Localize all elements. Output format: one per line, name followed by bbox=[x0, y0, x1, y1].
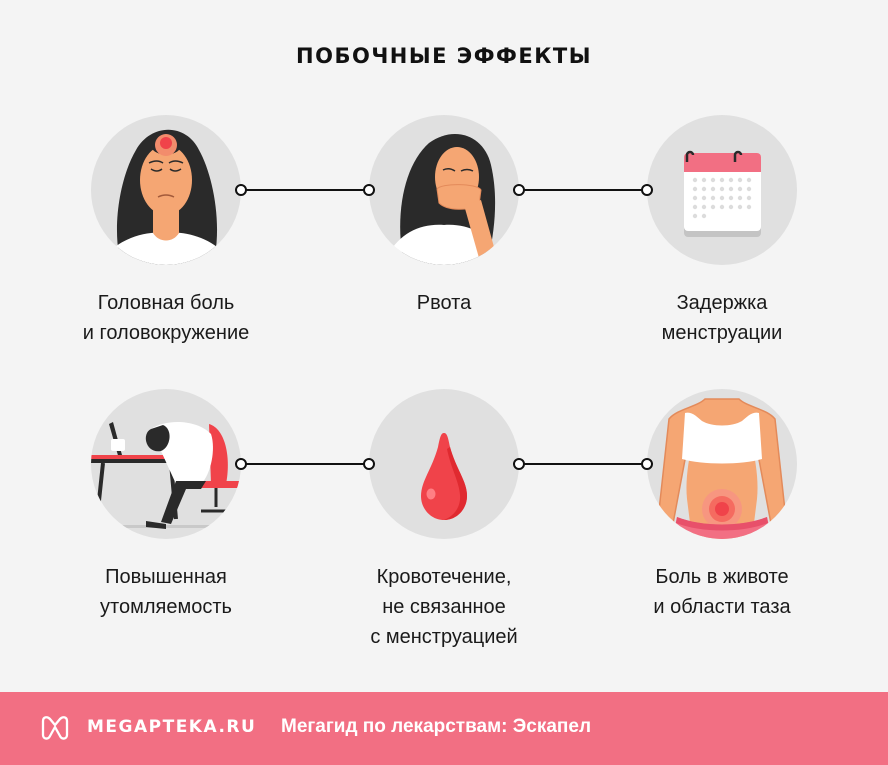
connector-dot bbox=[641, 458, 653, 470]
connector-line bbox=[244, 189, 366, 191]
effect-label-line: Повышенная bbox=[105, 566, 227, 588]
connector-line bbox=[522, 189, 644, 191]
connector-line bbox=[244, 463, 366, 465]
connector-line bbox=[522, 463, 644, 465]
blood-drop-icon bbox=[369, 389, 519, 539]
nausea-woman-icon bbox=[369, 115, 519, 265]
effect-label-line: и области таза bbox=[653, 596, 791, 618]
footer-tagline: Мегагид по лекарствам: Эскапел bbox=[281, 716, 592, 737]
effect-label: Кровотечение, не связанное с менструацие… bbox=[314, 562, 574, 652]
abdominal-pain-icon bbox=[647, 389, 797, 539]
effect-label: Боль в животе и области таза bbox=[592, 562, 852, 622]
tired-woman-desk-icon bbox=[91, 389, 241, 539]
effect-label: Рвота bbox=[314, 288, 574, 318]
effect-label-line: Головная боль bbox=[97, 292, 235, 314]
effect-label-line: менструации bbox=[661, 322, 783, 344]
connector-dot bbox=[235, 184, 247, 196]
connector-dot bbox=[513, 184, 525, 196]
headache-woman-icon bbox=[91, 115, 241, 265]
connector-dot bbox=[641, 184, 653, 196]
effect-label-line: Рвота bbox=[416, 292, 472, 314]
connector-dot bbox=[513, 458, 525, 470]
connector-dot bbox=[363, 184, 375, 196]
effect-label-line: не связанное bbox=[382, 596, 506, 618]
effect-label-line: Кровотечение, bbox=[376, 566, 512, 588]
effect-label: Задержка менструации bbox=[592, 288, 852, 348]
connector-dot bbox=[363, 458, 375, 470]
calendar-icon bbox=[647, 115, 797, 265]
megapteka-logo-icon[interactable] bbox=[40, 715, 70, 741]
effect-label-line: Боль в животе bbox=[655, 566, 789, 588]
effect-label: Головная боль и головокружение bbox=[36, 288, 296, 348]
page-title: ПОБОЧНЫЕ ЭФФЕКТЫ bbox=[296, 44, 592, 68]
effect-label-line: Задержка bbox=[676, 292, 768, 314]
effect-label-line: утомляемость bbox=[100, 596, 232, 618]
connector-dot bbox=[235, 458, 247, 470]
effect-label-line: и головокружение bbox=[82, 322, 250, 344]
effect-label: Повышенная утомляемость bbox=[36, 562, 296, 622]
brand-name-link[interactable]: MEGAPTEKA.RU bbox=[87, 717, 257, 737]
effect-label-line: с менструацией bbox=[370, 626, 518, 648]
footer-bar: MEGAPTEKA.RU Мегагид по лекарствам: Эска… bbox=[0, 692, 888, 765]
